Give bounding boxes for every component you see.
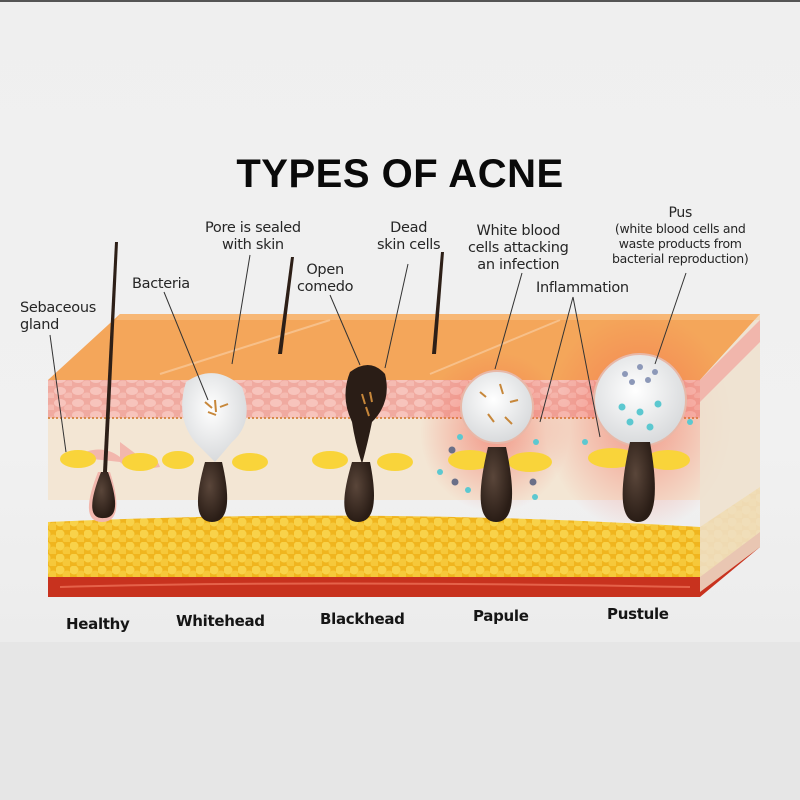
page-title: TYPES OF ACNE	[236, 152, 564, 196]
callout-sebaceous-gland: Sebaceous gland	[20, 300, 96, 334]
callout-line: skin cells	[377, 237, 441, 253]
follicle-healthy	[60, 242, 160, 522]
callout-line: Dead	[390, 220, 428, 236]
callout-line: Pus	[668, 205, 692, 221]
callout-white-blood-cells: White blood cells attacking an infection	[468, 223, 569, 274]
callout-line: bacterial reproduction)	[612, 251, 749, 266]
follicle-papule	[432, 252, 552, 522]
callout-line: Sebaceous	[20, 300, 97, 316]
callout-line: Open	[306, 262, 344, 278]
callout-dead-skin-cells: Dead skin cells	[377, 220, 441, 254]
skin-cross-section-illustration	[48, 242, 760, 597]
callout-open-comedo: Open comedo	[297, 262, 353, 296]
follicle-whitehead	[162, 373, 268, 522]
callout-line: cells attacking	[468, 240, 569, 256]
callout-pore-sealed: Pore is sealed with skin	[205, 220, 301, 254]
callout-line: White blood	[476, 223, 561, 239]
type-label-pustule: Pustule	[607, 605, 669, 623]
type-label-blackhead: Blackhead	[320, 610, 405, 628]
follicle-pustule	[582, 353, 693, 522]
callout-inflammation: Inflammation	[536, 280, 629, 296]
type-label-whitehead: Whitehead	[176, 612, 265, 630]
type-label-healthy: Healthy	[66, 615, 130, 633]
callout-line: (white blood cells and	[614, 221, 746, 236]
callout-line: comedo	[297, 279, 354, 295]
follicle-blackhead	[278, 257, 413, 522]
callout-line: gland	[20, 317, 60, 333]
diagram-canvas: TYPES OF ACNE	[0, 0, 800, 642]
callout-line: waste products from	[618, 236, 742, 251]
callout-bacteria: Bacteria	[132, 276, 190, 292]
leader-lines	[49, 254, 687, 453]
type-label-papule: Papule	[473, 607, 529, 625]
callout-pus: Pus (white blood cells and waste product…	[612, 205, 749, 267]
callout-line: Pore is sealed	[205, 220, 301, 236]
callout-line: with skin	[221, 237, 284, 253]
callout-line: an infection	[477, 257, 560, 273]
